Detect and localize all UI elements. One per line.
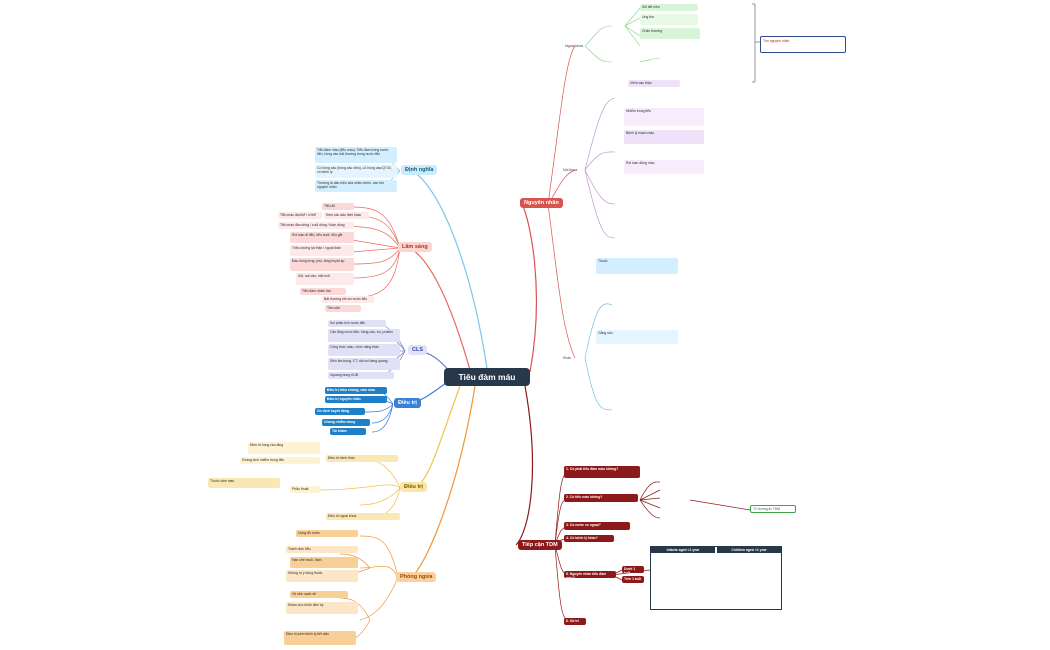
- branch-dinh-nghia[interactable]: Định nghĩa: [401, 165, 438, 175]
- branch-cls[interactable]: CLS: [408, 345, 427, 355]
- lam-sang-item: Đau hông lưng, phù, tăng huyết áp: [290, 258, 354, 271]
- phong-ngua-item: Điều trị sớm bệnh lý tiết niệu: [284, 631, 356, 645]
- tiep-can-question[interactable]: 4. Có bệnh lý khác?: [564, 535, 614, 542]
- tiep-can-question[interactable]: 6. Xử trí: [564, 618, 586, 625]
- connector-nguyen-nhan: [521, 203, 537, 373]
- dieu-tri-2-item: Kháng sinh nhiễm trùng tiểu: [240, 457, 320, 464]
- connector-dinh-nghia: [412, 170, 488, 369]
- nguyen-nhan-item: Viêm cầu thận: [628, 80, 680, 87]
- nguyen-nhan-item: Nhiễm trùng tiểu: [624, 108, 704, 126]
- branch-lam-sang[interactable]: Lâm sàng: [398, 242, 432, 252]
- dieu-tri-item: Chống nhiễm trùng: [322, 419, 370, 426]
- dieu-tri-item: Điều trị nguyên nhân: [325, 396, 387, 403]
- tiep-can-sub: Trên 1 tuổi: [622, 576, 644, 583]
- lam-sang-item: Rối loạn đi tiểu, tiểu buốt, tiểu gắt: [290, 232, 354, 243]
- table-header: Children aged >1 year: [717, 547, 781, 553]
- lam-sang-item: Sốt, sụt cân, mệt mỏi: [296, 273, 354, 285]
- table-header: Infants aged <1 year: [651, 547, 715, 553]
- nguyen-nhan-group: Ngoại khoa: [565, 44, 584, 48]
- dieu-tri-2-item: Thuốc cầm máu: [208, 478, 280, 488]
- nguyen-nhan-note: Tìm nguyên nhân: [760, 36, 846, 53]
- lam-sang-item: Tiểu máu đại thể / vi thể: [278, 212, 322, 219]
- tiep-can-question[interactable]: 3. Có nước vs ngoại?: [564, 522, 630, 530]
- nguyen-nhan-group: Khác: [563, 356, 572, 360]
- connector-lam-sang: [409, 247, 471, 371]
- dinh-nghia-item: Tiểu đàm máu (tiểu máu): Tiểu đàm trong …: [315, 147, 397, 163]
- cls-item: Soi phân tích nước tiểu: [328, 320, 386, 327]
- connector-phong-ngua: [410, 385, 476, 579]
- phong-ngua-item: Uống đủ nước: [296, 530, 358, 537]
- tiep-can-question[interactable]: 1. Có phải tiểu đàm máu không?: [564, 466, 640, 478]
- tiep-can-question[interactable]: 5. Nguyên nhân tiểu đàm máu?: [564, 571, 616, 578]
- nguyen-nhan-item: Thuốc: [596, 258, 678, 274]
- dieu-tri-item: Tái khám: [330, 428, 366, 435]
- nguyen-nhan-group: Nội khoa: [563, 168, 578, 172]
- branch-nguyen-nhan[interactable]: Nguyên nhân: [520, 198, 563, 208]
- lam-sang-item: Tiền căn: [325, 305, 361, 312]
- dieu-tri-item: Điều trị triệu chứng, cầm máu: [325, 387, 387, 394]
- phong-ngua-item: Tránh nhịn tiểu: [286, 546, 358, 553]
- dieu-tri-2-item: Điều trị bệnh thận: [326, 455, 398, 462]
- dinh-nghia-item: Có hồng cầu (hồng cầu niệu), ≥3 hồng cầu…: [315, 165, 397, 178]
- root-topic[interactable]: Tiêu đàm máu: [444, 368, 530, 386]
- phong-ngua-item: Hạn chế muối, đạm: [290, 557, 358, 568]
- branch-dieu-tri-1[interactable]: Điều trị: [394, 398, 421, 408]
- tiep-can-sub: Dưới 1 tuổi: [622, 566, 644, 573]
- lam-sang-item: Kèm các dấu hiệu khác: [324, 212, 369, 219]
- nguyen-nhan-item: Rối loạn đông máu: [624, 160, 704, 174]
- connector-dieu-tri-2: [414, 385, 461, 489]
- nguyen-nhan-item: Chấn thương: [640, 28, 700, 39]
- branch-tiep-can[interactable]: Tiếp cận TDM: [518, 540, 562, 550]
- cause-table: Infants aged <1 year Children aged >1 ye…: [650, 546, 782, 610]
- lam-sang-item: Tiểu đỏ: [322, 203, 354, 210]
- dieu-tri-2-item: Điều trị hồng cầu tăng: [248, 442, 320, 454]
- cls-item: Công thức máu, chức năng thận: [328, 344, 400, 356]
- branch-phong-ngua[interactable]: Phòng ngừa: [396, 572, 437, 582]
- phong-ngua-item: Không tự ý dùng thuốc: [286, 570, 358, 582]
- phong-ngua-item: Vệ sinh sạch sẽ: [290, 591, 348, 598]
- phong-ngua-item: Khám sức khỏe định kỳ: [286, 602, 358, 614]
- nguyen-nhan-item: Sỏi tiết niệu: [640, 4, 698, 11]
- nguyen-nhan-item: Ung thư: [640, 14, 698, 25]
- lam-sang-item: Tiểu đàm nhiều lần: [300, 288, 346, 295]
- tiep-can-question[interactable]: 2. Có tiểu máu không?: [564, 494, 638, 502]
- dieu-tri-2-item: Điều trị ngoại khoa: [326, 513, 400, 520]
- cls-item: Siêu âm bụng, CT, nội soi bàng quang: [328, 358, 400, 370]
- connector-tiep-can: [515, 385, 534, 546]
- dinh-nghia-item: Thường là dấu hiệu của nhiều bệnh, cần t…: [315, 180, 397, 192]
- lam-sang-item: Triệu chứng tại thận / ngoài thận: [290, 245, 354, 256]
- nguyen-nhan-item: Bệnh lý mạch máu: [624, 130, 704, 144]
- dieu-tri-item: Ổn định huyết động: [315, 408, 365, 415]
- cls-item: Cặn lắng nước tiểu: hồng cầu, trụ, prote…: [328, 329, 400, 342]
- branch-dieu-tri-2[interactable]: Điều trị: [400, 482, 427, 492]
- dieu-tri-2-item: Phẫu thuật: [290, 486, 320, 493]
- tiep-can-side-note: TC tương tự TDM: [750, 505, 796, 513]
- lam-sang-item: Tiểu máu đầu dòng / cuối dòng / toàn dòn…: [278, 222, 354, 229]
- cls-item: Xquang bụng KUB: [328, 372, 394, 379]
- nguyen-nhan-item: Gắng sức: [596, 330, 678, 344]
- lam-sang-item: Bất thường khi soi nước tiểu: [322, 296, 374, 303]
